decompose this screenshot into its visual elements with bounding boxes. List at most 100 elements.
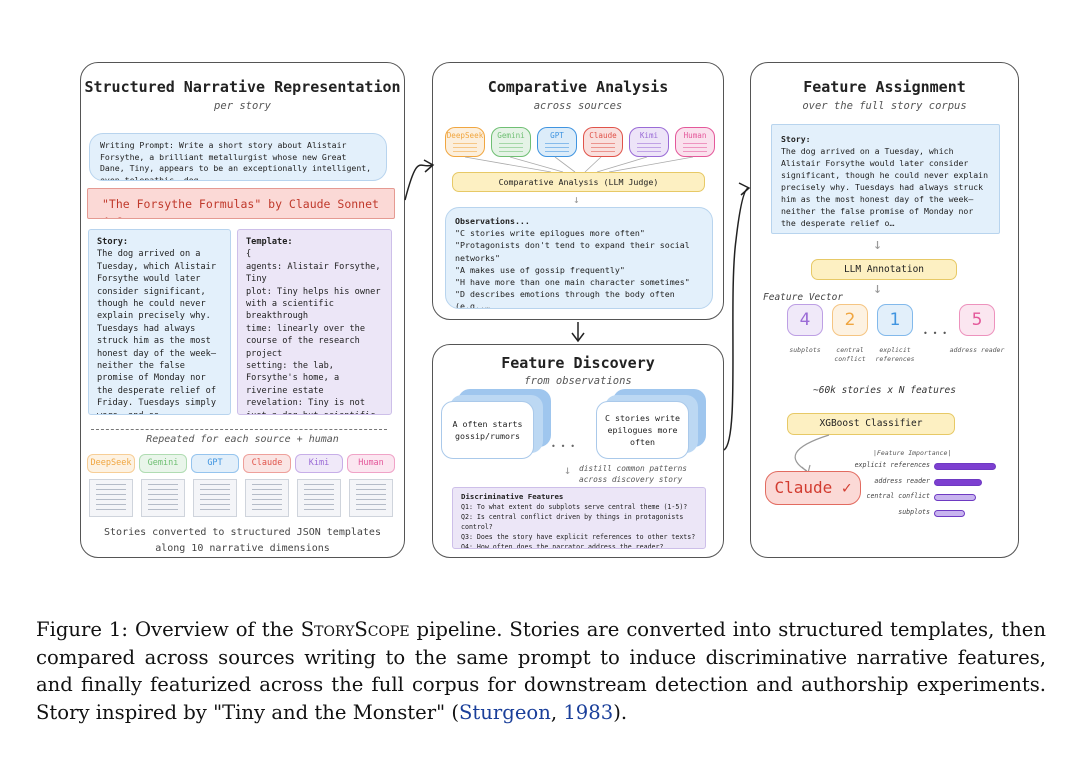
source-icon: Kimi — [629, 127, 669, 157]
llm-annotation-label: LLM Annotation — [811, 259, 957, 280]
story-box: Story: The dog arrived on a Tuesday, whi… — [771, 124, 1000, 234]
down-arrow-icon: ↓ — [873, 279, 883, 297]
vector-dots: • • • — [923, 329, 948, 338]
down-arrow-icon: ↓ — [573, 193, 580, 206]
template-line: revelation: Tiny is not just a dog but s… — [246, 398, 375, 414]
document-line — [148, 484, 178, 485]
icon-line — [499, 147, 523, 148]
observations-box: Observations... "C stories write epilogu… — [445, 207, 713, 309]
feature-item: Q4: How often does the narrator address … — [461, 543, 664, 549]
feature-vector-value: 1 — [877, 304, 913, 336]
story-label: Story: — [97, 237, 129, 247]
llm-judge-label: Comparative Analysis (LLM Judge) — [452, 172, 705, 192]
observation-item: "Protagonists don't tend to expand their… — [455, 240, 690, 263]
icon-line — [545, 151, 569, 152]
observation-card-left: A often starts gossip/rumors — [441, 401, 534, 459]
feature-vector-label: Feature Vector — [763, 292, 844, 303]
panel-title: Feature Assignment — [803, 78, 966, 96]
document-line — [96, 509, 126, 510]
icon-line — [683, 147, 707, 148]
document-line — [148, 489, 178, 490]
source-icon-label: DeepSeek — [446, 131, 484, 140]
xgboost-classifier-label: XGBoost Classifier — [787, 413, 955, 435]
feature-vector-label-item: address reader — [949, 346, 1005, 354]
ellipsis-dots: • • • — [551, 442, 576, 451]
feature-vector-label-item: explicit references — [875, 346, 915, 363]
icon-line — [591, 147, 615, 148]
card-text: A often starts gossip/rumors — [452, 419, 523, 441]
importance-bar — [934, 509, 965, 517]
feature-vector-value: 4 — [787, 304, 823, 336]
figure-caption: Figure 1: Overview of the StoryScope pip… — [36, 616, 1046, 726]
importance-bar-label: explicit references — [854, 461, 930, 469]
observation-card-right: C stories write epilogues more often — [596, 401, 689, 459]
document-line — [96, 484, 126, 485]
document-icon — [245, 479, 289, 517]
panel-feature-discovery: Feature Discovery from observations A of… — [432, 344, 724, 558]
panel-subtitle: over the full story corpus — [802, 100, 967, 112]
document-icon — [193, 479, 237, 517]
source-icon: Claude — [583, 127, 623, 157]
document-icon — [141, 479, 185, 517]
importance-bar-label: central conflict — [866, 492, 930, 500]
document-line — [356, 484, 386, 485]
features-list: Q1: To what extent do subplots serve cen… — [461, 502, 697, 549]
feature-item: Q3: Does the story have explicit referen… — [461, 533, 696, 541]
source-pill: DeepSeek — [87, 454, 135, 473]
document-line — [304, 489, 334, 490]
down-arrow-icon: ↓ — [873, 235, 883, 253]
document-icon — [349, 479, 393, 517]
source-icon-label: Kimi — [639, 131, 659, 140]
panel-subtitle: across sources — [533, 100, 623, 112]
caption-name: StoryScope — [300, 618, 410, 641]
panel-subtitle: from observations — [524, 375, 632, 387]
caption-suffix: ). — [613, 700, 628, 724]
source-icon-label: Human — [683, 131, 707, 140]
panel-title: Feature Discovery — [501, 354, 655, 372]
template-label: Template: — [246, 237, 293, 247]
citation-separator: , — [550, 700, 564, 724]
importance-bar — [934, 478, 982, 486]
source-pill: Kimi — [295, 454, 343, 473]
feature-item: Q2: Is central conflict driven by things… — [461, 513, 684, 531]
corpus-label: ~60k stories x N features — [813, 385, 956, 396]
document-line — [200, 499, 230, 500]
icon-line — [453, 151, 477, 152]
feature-vector-value: 2 — [832, 304, 868, 336]
panel-feature-assignment: Feature Assignment over the full story c… — [750, 62, 1019, 558]
document-line — [96, 499, 126, 500]
document-icon — [297, 479, 341, 517]
source-icon: Human — [675, 127, 715, 157]
source-icon: DeepSeek — [445, 127, 485, 157]
icon-line — [545, 147, 569, 148]
document-line — [96, 504, 126, 505]
story-box: Story: The dog arrived on a Tuesday, whi… — [88, 229, 231, 415]
importance-bar-label: subplots — [898, 507, 930, 516]
repeat-label: Repeated for each source + human — [146, 434, 339, 445]
document-line — [148, 509, 178, 510]
document-line — [252, 509, 282, 510]
template-line: time: linearly over the course of the re… — [246, 323, 365, 359]
citation-author-link[interactable]: Sturgeon — [459, 700, 551, 724]
document-icon — [89, 479, 133, 517]
document-line — [304, 504, 334, 505]
observations-list: "C stories write epilogues more often""P… — [455, 227, 703, 308]
document-line — [304, 499, 334, 500]
document-line — [200, 509, 230, 510]
feature-item: Q1: To what extent do subplots serve cen… — [461, 503, 688, 511]
card-text: C stories write epilogues more often — [605, 413, 680, 447]
source-pill: GPT — [191, 454, 239, 473]
icon-line — [499, 151, 523, 152]
document-line — [356, 489, 386, 490]
template-line: { — [246, 249, 252, 260]
document-line — [148, 499, 178, 500]
story-label: Story: — [781, 134, 811, 144]
document-line — [252, 494, 282, 495]
caption-body: pipeline. Stories are converted into str… — [36, 618, 1046, 724]
document-line — [252, 504, 282, 505]
document-line — [356, 509, 386, 510]
feature-vector-label-item: subplots — [789, 346, 821, 354]
citation-year-link[interactable]: 1983 — [563, 700, 614, 724]
document-line — [252, 499, 282, 500]
